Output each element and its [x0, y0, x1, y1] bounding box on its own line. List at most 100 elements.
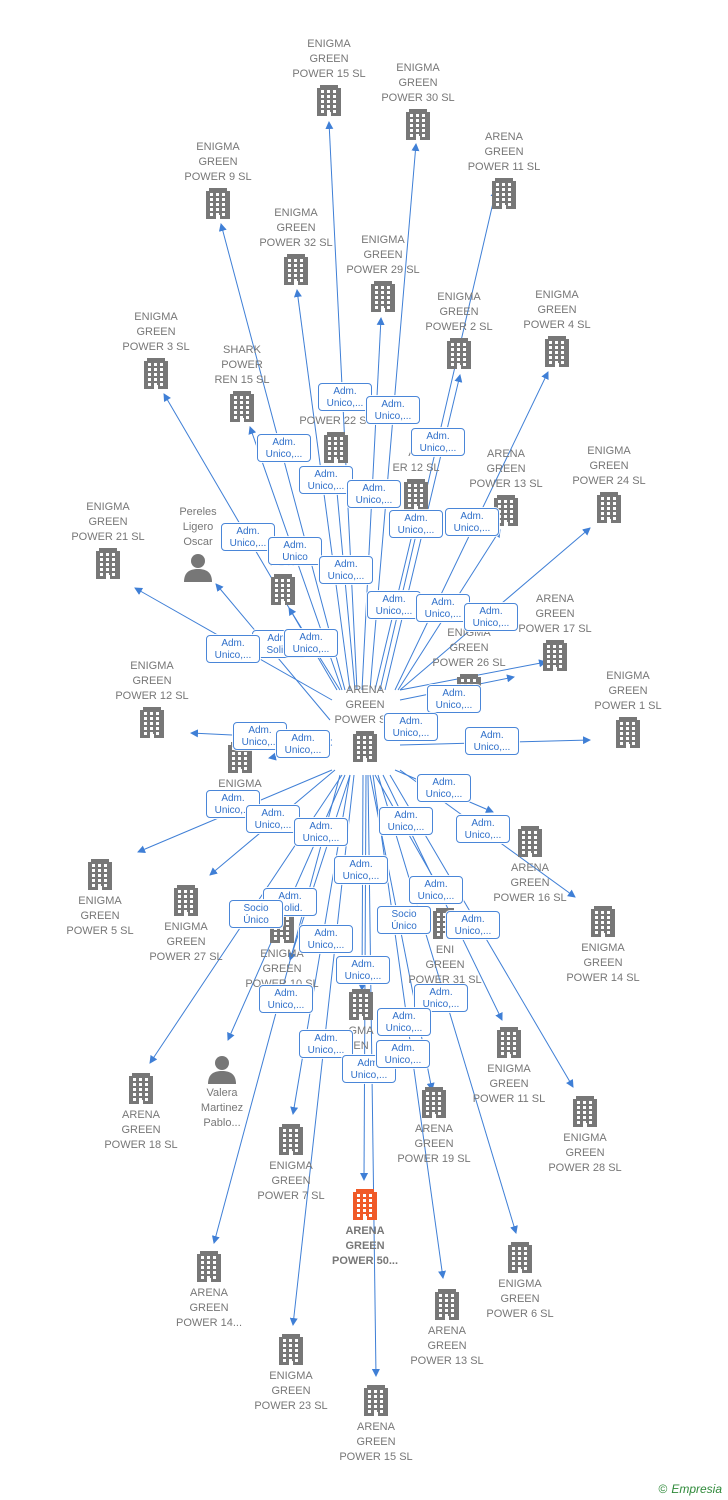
relation-badge-b16[interactable]: Adm. Unico,... [284, 629, 338, 657]
relation-badge-b29[interactable]: Adm. Unico,... [334, 856, 388, 884]
relation-badge-b39[interactable]: Adm. Unico,... [377, 1008, 431, 1036]
node-label[interactable]: ENIGMA GREEN POWER 7 SL [257, 1160, 325, 1202]
relation-badge-b02[interactable]: Adm. Unico,... [366, 396, 420, 424]
node-label[interactable]: ENIGMA GREEN POWER 11 SL [472, 1063, 546, 1105]
company-node-n11[interactable]: POWER 22 SL [271, 414, 401, 465]
person-node-n30[interactable]: Valera Martinez Pablo... [157, 1054, 287, 1131]
node-label[interactable]: ARENA GREEN POWER 18 SL [104, 1109, 178, 1151]
node-label[interactable]: Pereles Ligero Oscar [179, 506, 217, 548]
node-label[interactable]: ENIGMA GREEN POWER 2 SL [425, 291, 493, 333]
relation-badge-b01[interactable]: Adm. Unico,... [318, 383, 372, 411]
company-node-n31[interactable]: ENIGMA GREEN POWER 11 SL [444, 1026, 574, 1107]
node-label[interactable]: ARENA GREEN POWER 13 SL [469, 448, 543, 490]
relation-badge-b23[interactable]: Adm. Unico,... [417, 774, 471, 802]
company-node-n33[interactable]: ARENA GREEN POWER 19 SL [369, 1086, 499, 1167]
node-label[interactable]: Valera Martinez Pablo... [200, 1087, 244, 1129]
company-node-n36[interactable]: ENIGMA GREEN POWER 6 SL [455, 1241, 585, 1322]
company-node-n07[interactable]: ENIGMA GREEN POWER 2 SL [394, 290, 524, 371]
company-node-n35[interactable]: ARENA GREEN POWER 50... [300, 1188, 430, 1269]
company-node-n32[interactable]: ENIGMA GREEN POWER 28 SL [520, 1095, 650, 1176]
relation-badge-b28[interactable]: Adm. Unico,... [294, 818, 348, 846]
relation-badge-b03[interactable]: Adm. Unico,... [257, 434, 311, 462]
relation-badge-b11[interactable]: Adm. Unico,... [319, 556, 373, 584]
company-node-n18[interactable]: ARENA GREEN POWER 17 SL [490, 592, 620, 673]
node-label[interactable]: ARENA GREEN POWER 11 SL [467, 131, 541, 173]
relation-badge-b36[interactable]: Adm. Unico,... [336, 956, 390, 984]
company-node-n06[interactable]: ENIGMA GREEN POWER 29 SL [318, 233, 448, 314]
relation-badge-b42[interactable]: Adm. Unico,... [376, 1040, 430, 1068]
company-node-n05[interactable]: ENIGMA GREEN POWER 32 SL [231, 206, 361, 287]
relation-badge-b05[interactable]: Adm. Unico,... [299, 466, 353, 494]
relation-badge-b27[interactable]: Adm. Unico,... [456, 815, 510, 843]
relation-badge-b12[interactable]: Adm. Unico,... [367, 591, 421, 619]
company-node-n40[interactable]: ARENA GREEN POWER 15 SL [311, 1384, 441, 1465]
relation-badge-b06[interactable]: Adm. Unico,... [347, 480, 401, 508]
company-node-n28[interactable]: ENI GREEN POWER 31 SL [380, 907, 510, 988]
company-node-n26[interactable]: ENIGMA GREEN POWER 14 SL [538, 905, 668, 986]
node-label[interactable]: ENI GREEN POWER 31 SL [408, 944, 482, 986]
node-label[interactable]: ARENA GREEN POWER 19 SL [397, 1123, 471, 1165]
node-label[interactable]: SHARK POWER REN 15 SL [214, 344, 270, 386]
company-node-n02[interactable]: ENIGMA GREEN POWER 30 SL [353, 61, 483, 142]
company-node-n14[interactable]: ENIGMA GREEN POWER 24 SL [544, 444, 674, 525]
node-label[interactable]: ARENA GREEN POWER 14... [175, 1287, 243, 1329]
company-node-n23[interactable]: ARENA GREEN POWER 16 SL [465, 825, 595, 906]
relation-badge-b07[interactable]: Adm. Unico,... [221, 523, 275, 551]
company-node-n25[interactable]: ENIGMA GREEN POWER 27 SL [121, 884, 251, 965]
company-node-n37[interactable]: ARENA GREEN POWER 14... [144, 1250, 274, 1331]
relation-badge-b09[interactable]: Adm. Unico [268, 537, 322, 565]
node-label[interactable]: ENIGMA GREEN POWER 14 SL [566, 942, 640, 984]
relation-badge-b40[interactable]: Adm. Unico,... [299, 1030, 353, 1058]
relation-badge-b26[interactable]: Adm. Unico,... [379, 807, 433, 835]
company-node-n13[interactable]: ARENA GREEN POWER 13 SL [441, 447, 571, 528]
node-label[interactable]: ARENA GREEN POWER 17 SL [518, 593, 592, 635]
node-label[interactable]: ARENA GREEN POWER 16 SL [493, 862, 567, 904]
company-node-n29[interactable]: ARENA GREEN POWER 18 SL [76, 1072, 206, 1153]
company-node-n09[interactable]: ENIGMA GREEN POWER 3 SL [91, 310, 221, 391]
node-label[interactable]: ENIGMA GREEN POWER 9 SL [184, 141, 252, 183]
node-label[interactable]: ARENA GREEN POWER 15 SL [339, 1421, 413, 1463]
company-node-n08[interactable]: ENIGMA GREEN POWER 4 SL [492, 288, 622, 369]
relation-badge-b14[interactable]: Adm. Unico,... [464, 603, 518, 631]
company-node-n20[interactable]: ENIGMA GREEN POWER 12 SL [87, 659, 217, 740]
company-node-n04[interactable]: ENIGMA GREEN POWER 9 SL [153, 140, 283, 221]
relation-badge-b25[interactable]: Adm. Unico,... [246, 805, 300, 833]
node-label[interactable]: ARENA GREEN POWER 13 SL [410, 1325, 484, 1367]
node-label[interactable]: ENIGMA GREEN POWER 12 SL [115, 660, 189, 702]
node-label[interactable]: ENIGMA GREEN POWER 30 SL [381, 62, 455, 104]
node-label[interactable]: ARENA GREEN POWER 50... [331, 1225, 399, 1267]
brand-logo[interactable]: Empresia [671, 1482, 722, 1496]
relation-badge-b35[interactable]: Adm. Unico,... [299, 925, 353, 953]
node-label[interactable]: ENIGMA GREEN POWER 6 SL [486, 1278, 554, 1320]
relation-badge-b20[interactable]: Adm. Unico,... [465, 727, 519, 755]
relation-badge-b17[interactable]: Adm. Unico,... [206, 635, 260, 663]
company-node-n03[interactable]: ARENA GREEN POWER 11 SL [439, 130, 569, 211]
node-label[interactable]: ENIGMA GREEN POWER 26 SL [432, 627, 506, 669]
company-node-n15[interactable]: ENIGMA GREEN POWER 21 SL [43, 500, 173, 581]
relation-badge-b18[interactable]: Adm. Unico,... [427, 685, 481, 713]
node-label[interactable]: ENIGMA GREEN POWER 21 SL [71, 501, 145, 543]
node-label[interactable]: ENIGMA GREEN POWER 4 SL [523, 289, 591, 331]
person-node-n16[interactable]: Pereles Ligero Oscar [133, 505, 263, 582]
company-node-n34[interactable]: ENIGMA GREEN POWER 7 SL [226, 1123, 356, 1204]
node-label[interactable]: ENIGMA GREEN POWER 3 SL [122, 311, 190, 353]
relation-badge-b19[interactable]: Adm. Unico,... [384, 713, 438, 741]
node-label[interactable]: ENIGMA GREEN POWER 23 SL [254, 1370, 328, 1412]
node-label[interactable]: ENIGMA GREEN POWER 32 SL [259, 207, 333, 249]
node-label[interactable]: ENIGMA GREEN POWER 15 SL [292, 38, 366, 80]
company-node-n24[interactable]: ENIGMA GREEN POWER 5 SL [35, 858, 165, 939]
relation-badge-b30[interactable]: Adm. Unico,... [409, 876, 463, 904]
node-label[interactable]: ENIGMA GREEN POWER 29 SL [346, 234, 420, 276]
company-node-n10[interactable]: SHARK POWER REN 15 SL [177, 343, 307, 424]
company-node-n21[interactable]: ENIGMA GREEN POWER 1 SL [563, 669, 693, 750]
relation-badge-b38[interactable]: Adm. Unico,... [414, 984, 468, 1012]
relation-badge-b13[interactable]: Adm. Unico,... [416, 594, 470, 622]
node-label[interactable]: ENIGMA GREEN POWER 28 SL [548, 1132, 622, 1174]
node-label[interactable]: ENIGMA GREEN POWER 5 SL [66, 895, 134, 937]
relation-badge-b37[interactable]: Adm. Unico,... [259, 985, 313, 1013]
node-label[interactable]: ENIGMA GREEN POWER 24 SL [572, 445, 646, 487]
company-node-n39[interactable]: ENIGMA GREEN POWER 23 SL [226, 1333, 356, 1414]
relation-badge-b04[interactable]: Adm. Unico,... [411, 428, 465, 456]
relation-badge-b22[interactable]: Adm. Unico,... [276, 730, 330, 758]
node-label[interactable]: ENIGMA GREEN POWER 1 SL [594, 670, 662, 712]
